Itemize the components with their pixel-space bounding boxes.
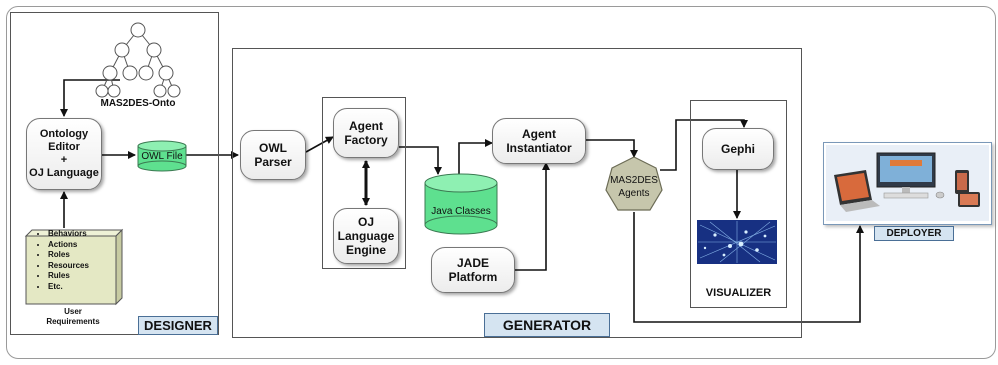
ontology-label: MAS2DES-Onto — [100, 98, 176, 109]
java-classes-label: Java Classes — [431, 206, 491, 217]
deployer-panel — [823, 142, 992, 225]
requirement-item: Rules — [48, 271, 116, 282]
factory-engine-group — [322, 97, 406, 269]
deployer-tag: DEPLOYER — [874, 226, 954, 241]
designer-tag: DESIGNER — [138, 316, 218, 335]
network-graph-image — [697, 220, 777, 264]
owl-file-label: OWL File — [141, 151, 183, 162]
generator-tag: GENERATOR — [484, 313, 610, 337]
owl-parser-node: OWL Parser — [240, 130, 306, 180]
arrow-agents-to-gephi — [660, 119, 748, 171]
requirements-list: Behaviors Actions Roles Resources Rules … — [26, 229, 116, 292]
ontology-tree-icon — [95, 22, 181, 98]
arrow-factory-to-java — [399, 146, 442, 175]
agent-instantiator-node: Agent Instantiator — [492, 118, 586, 164]
agents-hexagon — [605, 156, 663, 211]
arrow-onto-to-editor — [60, 79, 120, 117]
agent-factory-node: Agent Factory — [333, 108, 399, 158]
visualizer-tag: VISUALIZER — [705, 287, 772, 299]
visualizer-panel — [690, 100, 787, 308]
requirement-item: Actions — [48, 240, 116, 251]
deployer-devices-icon — [826, 145, 989, 221]
owl-file-cylinder — [137, 140, 187, 172]
arrow-jade-to-instantiator — [515, 162, 550, 271]
jade-platform-node: JADE Platform — [431, 247, 515, 293]
requirements-label: User Requirements — [46, 307, 100, 326]
requirement-item: Resources — [48, 261, 116, 272]
requirement-item: Behaviors — [48, 229, 116, 240]
ontology-editor-node: Ontology Editor + OJ Language — [26, 118, 102, 190]
arrow-agents-to-deployer — [633, 212, 864, 323]
generator-panel — [232, 48, 802, 338]
oj-language-engine-node: OJ Language Engine — [333, 208, 399, 264]
requirement-item: Etc. — [48, 282, 116, 293]
arrow-java-to-instantiator — [458, 139, 493, 176]
gephi-node: Gephi — [702, 128, 774, 170]
designer-panel — [10, 12, 219, 335]
requirement-item: Roles — [48, 250, 116, 261]
agents-label: MAS2DES Agents — [610, 175, 658, 199]
diagram-frame — [6, 6, 996, 359]
arrow-instantiator-to-agents — [586, 139, 638, 158]
java-classes-cylinder — [424, 173, 498, 235]
requirements-box — [24, 228, 124, 306]
arrow-parser-to-factory — [305, 136, 334, 153]
